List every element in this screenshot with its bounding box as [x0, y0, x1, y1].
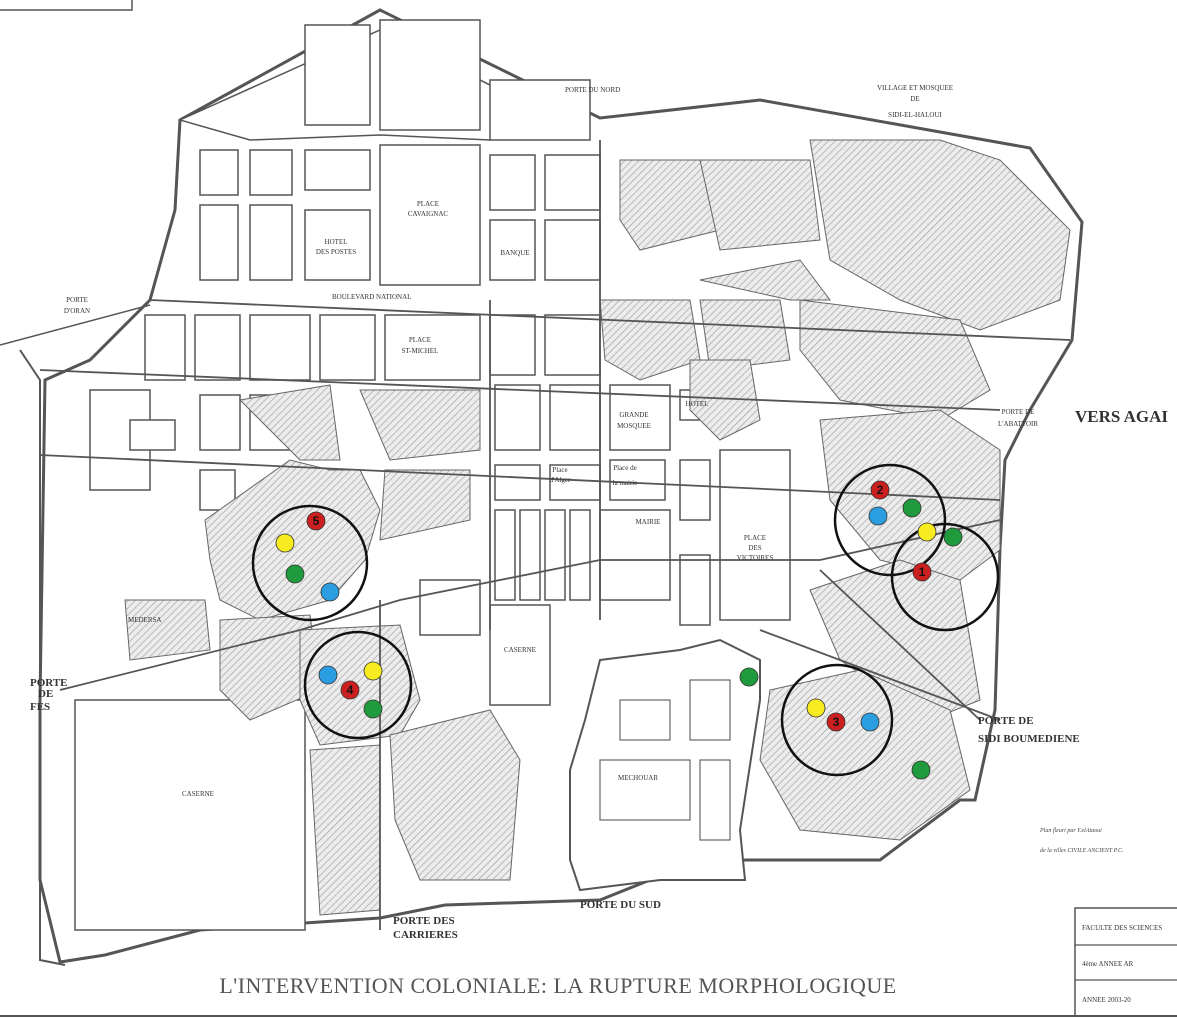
label-place-alger-2: d'Alger	[550, 476, 571, 484]
label-village-3: SIDI-EL-HALOUI	[888, 111, 942, 119]
cluster-number-5: 5	[313, 514, 320, 528]
title-block-line-2: 4ème ANNEE AR	[1082, 960, 1134, 968]
label-porte-oran-2: D'ORAN	[64, 307, 90, 315]
cluster-circle-1	[890, 522, 1000, 632]
label-caserne-west: CASERNE	[182, 790, 214, 798]
corner-box	[0, 0, 133, 11]
west-road	[0, 304, 151, 346]
label-place-mairie-1: Place de	[613, 464, 637, 472]
marker-blue-3	[860, 712, 880, 732]
label-mechouar: MECHOUAR	[618, 774, 658, 782]
marker-red-1	[912, 562, 932, 582]
label-porte-fes-1: PORTE	[30, 677, 68, 689]
marker-yellow-4	[363, 661, 383, 681]
marker-green-mechouar	[739, 667, 759, 687]
label-hotel: HOTEL	[686, 400, 709, 408]
cluster-number-2: 2	[877, 483, 884, 497]
label-porte-fes-3: FES	[30, 701, 50, 713]
label-place-st-michel-1: PLACE	[409, 336, 431, 344]
label-vers-agadir: VERS AGAI	[1075, 407, 1168, 426]
marker-green-2	[902, 498, 922, 518]
label-place-victoires-2: DES	[748, 544, 761, 552]
label-porte-fes-2: DE	[38, 688, 53, 700]
label-hotel-postes-2: DES POSTES	[316, 248, 356, 256]
marker-red-3	[826, 712, 846, 732]
cluster-circles	[251, 463, 1000, 777]
marker-blue-5	[320, 582, 340, 602]
label-cartouche-1: Plan fleuri par Y.elAtaoui	[1039, 827, 1102, 834]
map-labels: PORTE DU NORD VILLAGE ET MOSQUEE DE SIDI…	[30, 84, 1168, 941]
cluster-circle-5	[251, 504, 369, 622]
label-porte-abattoir-1: PORTE DE	[1002, 408, 1035, 416]
marker-red-2	[870, 480, 890, 500]
marker-yellow-1	[917, 522, 937, 542]
label-porte-carrieres-1: PORTE DES	[393, 915, 455, 927]
cluster-circle-2	[833, 463, 947, 577]
label-mairie: MAIRIE	[636, 518, 661, 526]
marker-red-4	[340, 680, 360, 700]
marker-green-1	[943, 527, 963, 547]
marker-yellow-5	[275, 533, 295, 553]
markers	[275, 480, 963, 780]
title-block-line-3: ANNEE 2003-20	[1082, 996, 1131, 1004]
label-porte-sud: PORTE DU SUD	[580, 899, 661, 911]
title-block: FACULTE DES SCIENCES 4ème ANNEE AR ANNEE…	[1074, 907, 1177, 1017]
label-place-cavaignac-1: PLACE	[417, 200, 439, 208]
label-porte-abattoir-2: L'ABATTOIR	[998, 420, 1038, 428]
label-grande-mosquee-1: GRANDE	[619, 411, 648, 419]
cluster-circle-4	[303, 630, 413, 740]
marker-green-4	[363, 699, 383, 719]
label-place-victoires-3: VICTOIRES	[737, 554, 774, 562]
label-porte-du-nord: PORTE DU NORD	[565, 86, 620, 94]
mechouar-citadel	[569, 638, 761, 892]
cluster-number-4: 4	[347, 683, 354, 697]
grid-blocks-middle	[74, 314, 791, 931]
marker-yellow-3	[806, 698, 826, 718]
label-place-victoires-1: PLACE	[744, 534, 766, 542]
label-caserne-center: CASERNE	[504, 646, 536, 654]
marker-green-5	[285, 564, 305, 584]
marker-blue-2	[868, 506, 888, 526]
cluster-number-3: 3	[833, 715, 840, 729]
label-hotel-postes-1: HOTEL	[325, 238, 348, 246]
cluster-circle-3	[780, 663, 894, 777]
label-place-mairie-2: la mairie	[613, 479, 638, 487]
mechouar-inner	[599, 679, 731, 841]
marker-green-south	[911, 760, 931, 780]
label-medersa: MEDERSA	[128, 616, 161, 624]
streets	[39, 140, 1071, 930]
west-rampart	[19, 349, 66, 966]
label-banque: BANQUE	[500, 249, 529, 257]
grid-blocks-north	[177, 19, 601, 286]
label-porte-sidi-1: PORTE DE	[978, 715, 1034, 727]
title-block-line-1: FACULTE DES SCIENCES	[1082, 924, 1162, 932]
label-place-cavaignac-2: CAVAIGNAC	[408, 210, 449, 218]
label-porte-sidi-2: SIDI BOUMEDIENE	[978, 733, 1080, 745]
marker-blue-4	[318, 665, 338, 685]
label-grande-mosquee-2: MOSQUEE	[617, 422, 651, 430]
label-place-st-michel-2: ST-MICHEL	[402, 347, 439, 355]
label-porte-oran-1: PORTE	[66, 296, 88, 304]
cluster-number-1: 1	[919, 565, 926, 579]
map-title: L'INTERVENTION COLONIALE: LA RUPTURE MOR…	[219, 973, 896, 998]
label-place-alger-1: Place	[552, 466, 567, 474]
label-village-1: VILLAGE ET MOSQUEE	[877, 84, 953, 92]
label-porte-carrieres-2: CARRIERES	[393, 929, 458, 941]
cluster-numbers: 5 4 2 1 3	[313, 483, 926, 729]
marker-red-5	[306, 511, 326, 531]
label-cartouche-2: de la villes CIVILE ANCIENT P.C.	[1040, 848, 1124, 854]
label-boulevard-national: BOULEVARD NATIONAL	[332, 293, 411, 301]
label-village-2: DE	[910, 95, 919, 103]
